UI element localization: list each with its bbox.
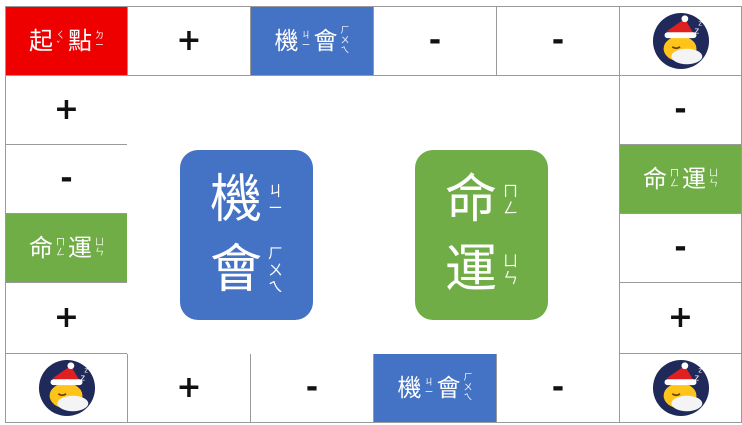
plus-sign: + xyxy=(176,370,202,405)
zhuyin: ㄣ xyxy=(709,178,719,189)
zhuyin: ㄥ xyxy=(669,178,679,189)
chance-char-1: 機 xyxy=(274,27,299,55)
chance-char-2: 會 xyxy=(209,240,262,300)
fate-char-2: 運 xyxy=(68,234,92,262)
minus-sign: - xyxy=(428,23,442,58)
fate-char-1: 命 xyxy=(28,234,53,262)
zhuyin: ㄨ xyxy=(268,260,284,279)
zhuyin: ㄣ xyxy=(95,247,105,258)
corner-space-bottom-right[interactable]: z z xyxy=(619,353,742,423)
zhuyin: ㄧ xyxy=(95,40,105,51)
zhuyin: ㄉ xyxy=(95,30,105,41)
fate-char-2: 運 xyxy=(682,165,706,193)
minus-sign: - xyxy=(674,230,687,265)
plus-sign: + xyxy=(53,300,80,335)
zhuyin: ㄩ xyxy=(95,237,105,248)
zhuyin: ㄣ xyxy=(503,269,519,287)
svg-text:z: z xyxy=(694,373,699,383)
zhuyin: ˇ xyxy=(55,40,61,51)
zhuyin: ㄇ xyxy=(503,182,519,200)
zhuyin: ㄨ xyxy=(340,35,350,46)
zhuyin: ㄧ xyxy=(301,40,311,51)
fate-card-deck[interactable]: 命 ㄇㄥ 運 ㄩㄣ xyxy=(415,150,548,320)
zhuyin: ㄟ xyxy=(268,277,284,296)
zhuyin: ㄨ xyxy=(463,382,473,393)
plus-sign: + xyxy=(667,300,694,335)
board-center: 機 ㄐㄧ 會 ㄏㄨㄟ 命 ㄇㄥ 運 ㄩㄣ xyxy=(127,76,619,354)
svg-text:z: z xyxy=(694,26,699,36)
minus-space[interactable]: - xyxy=(619,75,742,145)
chance-space[interactable]: 機 ㄐㄧ 會 ㄏㄨㄟ xyxy=(373,353,497,423)
zhuyin: ㄐ xyxy=(301,30,311,41)
plus-space[interactable]: + xyxy=(619,282,742,354)
svg-text:z: z xyxy=(698,20,702,28)
chance-space[interactable]: 機 ㄐㄧ 會 ㄏㄨㄟ xyxy=(250,6,374,76)
minus-sign: - xyxy=(60,161,73,196)
zhuyin: ㄏ xyxy=(340,25,350,36)
zhuyin: ㄟ xyxy=(340,45,350,56)
fate-space[interactable]: 命 ㄇㄥ 運 ㄩㄣ xyxy=(619,144,742,214)
minus-space[interactable]: - xyxy=(250,353,374,423)
chance-char-1: 機 xyxy=(209,170,262,230)
zhuyin: ㄧ xyxy=(268,199,284,217)
plus-space[interactable]: + xyxy=(5,282,128,354)
corner-space-bottom-left[interactable]: z z xyxy=(5,353,128,423)
minus-space[interactable]: - xyxy=(5,144,128,214)
corner-space-top-right[interactable]: z z xyxy=(619,6,742,76)
zhuyin: ㄥ xyxy=(503,199,519,217)
zhuyin: ㄏ xyxy=(463,372,473,383)
minus-sign: - xyxy=(551,370,565,405)
svg-text:z: z xyxy=(80,373,85,383)
svg-text:z: z xyxy=(84,367,88,375)
fate-char-1: 命 xyxy=(642,165,667,193)
start-char-2: 點 xyxy=(68,27,92,55)
sleeping-moon-icon: z z xyxy=(652,359,709,417)
minus-sign: - xyxy=(674,92,687,127)
zhuyin: ㄧ xyxy=(424,387,434,398)
fate-space[interactable]: 命 ㄇㄥ 運 ㄩㄣ xyxy=(5,213,128,283)
plus-sign: + xyxy=(176,23,202,58)
minus-space[interactable]: - xyxy=(496,353,620,423)
zhuyin: ㄐ xyxy=(424,377,434,388)
zhuyin: ㄑ xyxy=(55,30,65,41)
chance-card-deck[interactable]: 機 ㄐㄧ 會 ㄏㄨㄟ xyxy=(180,150,313,320)
zhuyin: ㄐ xyxy=(268,182,284,200)
chance-char-2: 會 xyxy=(313,27,338,55)
fate-char-1: 命 xyxy=(444,170,497,230)
minus-space[interactable]: - xyxy=(373,6,497,76)
minus-sign: - xyxy=(551,23,565,58)
plus-space[interactable]: + xyxy=(5,75,128,145)
plus-space[interactable]: + xyxy=(127,353,251,423)
minus-space[interactable]: - xyxy=(496,6,620,76)
zhuyin: ㄇ xyxy=(55,237,65,248)
minus-sign: - xyxy=(305,370,319,405)
zhuyin: ㄟ xyxy=(463,392,473,403)
zhuyin: ㄥ xyxy=(55,247,65,258)
svg-text:z: z xyxy=(698,367,702,375)
zhuyin: ㄩ xyxy=(503,252,519,270)
fate-char-2: 運 xyxy=(444,240,497,300)
chance-char-2: 會 xyxy=(436,374,461,402)
zhuyin: ㄇ xyxy=(669,168,679,179)
plus-sign: + xyxy=(53,92,80,127)
minus-space[interactable]: - xyxy=(619,213,742,283)
chance-char-1: 機 xyxy=(397,374,422,402)
zhuyin: ㄩ xyxy=(709,168,719,179)
plus-space[interactable]: + xyxy=(127,6,251,76)
sleeping-moon-icon: z z xyxy=(652,12,709,70)
start-char-1: 起 xyxy=(28,27,53,55)
zhuyin: ㄏ xyxy=(268,243,284,262)
sleeping-moon-icon: z z xyxy=(38,359,95,417)
